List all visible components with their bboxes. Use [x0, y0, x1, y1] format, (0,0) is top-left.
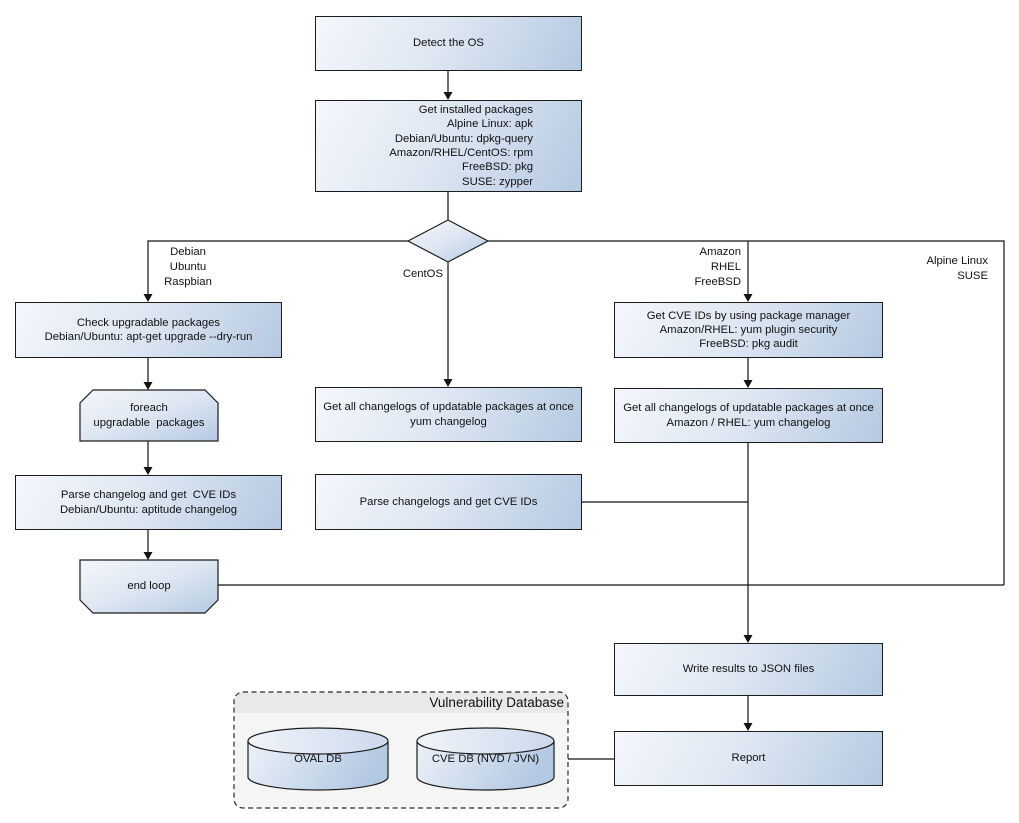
- arrowhead-icon: [143, 382, 153, 390]
- cve-db-label: CVE DB (NVD / JVN): [431, 752, 540, 765]
- arrowheads: [143, 92, 753, 731]
- vulnerability-database-header: [234, 692, 568, 713]
- arrowhead-icon: [143, 294, 153, 302]
- node-write-results-json: Write results to JSON files: [614, 643, 883, 696]
- node-get-installed-packages: Get installed packages Alpine Linux: apk…: [315, 100, 582, 192]
- node-parse-changelogs-centos: Parse changelogs and get CVE IDs: [315, 474, 582, 530]
- node-detect-os: Detect the OS: [315, 16, 582, 71]
- node-get-changelogs-centos: Get all changelogs of updatable packages…: [315, 387, 582, 442]
- node-foreach-loop-label: foreach upgradable packages: [93, 402, 205, 429]
- edge-label-debian-branch: Debian Ubuntu Raspbian: [164, 246, 212, 288]
- cve-db-cylinder-icon: [416, 727, 555, 791]
- arrowhead-icon: [743, 723, 753, 731]
- node-report: Report: [614, 731, 883, 786]
- arrowhead-icon: [143, 467, 153, 475]
- node-check-upgradable-packages: Check upgradable packages Debian/Ubuntu:…: [15, 302, 282, 358]
- arrowhead-icon: [743, 635, 753, 643]
- foreach-loop-shape: [79, 389, 219, 442]
- oval-db-label: OVAL DB: [294, 752, 342, 765]
- arrowhead-icon: [743, 294, 753, 302]
- vulnerability-database-title: Vulnerability Database: [429, 695, 564, 710]
- vulnerability-database-border: [233, 691, 569, 809]
- edge-decision-to-debian: [147, 240, 408, 294]
- oval-db-cylinder-icon: [247, 727, 389, 791]
- node-parse-changelog-debian: Parse changelog and get CVE IDs Debian/U…: [15, 475, 282, 530]
- edge-label-amazon-branch: Amazon RHEL FreeBSD: [694, 246, 741, 288]
- end-loop-shape: [79, 559, 219, 614]
- vulnerability-database-group: [233, 691, 569, 809]
- edge-label-alpine-branch: Alpine Linux SUSE: [926, 255, 988, 282]
- arrowhead-icon: [443, 379, 453, 387]
- arrowhead-icon: [743, 380, 753, 388]
- edge-decision-to-right: [488, 240, 1005, 585]
- node-end-loop-label: end loop: [127, 580, 171, 593]
- edge-label-centos-branch: CentOS: [402, 268, 443, 280]
- arrowhead-icon: [443, 92, 453, 100]
- edges: [147, 71, 1005, 760]
- node-get-cve-ids-package-manager: Get CVE IDs by using package manager Ama…: [614, 302, 883, 358]
- arrowhead-icon: [143, 552, 153, 560]
- decision-diamond: [406, 219, 490, 263]
- node-get-changelogs-amazon: Get all changelogs of updatable packages…: [614, 388, 883, 443]
